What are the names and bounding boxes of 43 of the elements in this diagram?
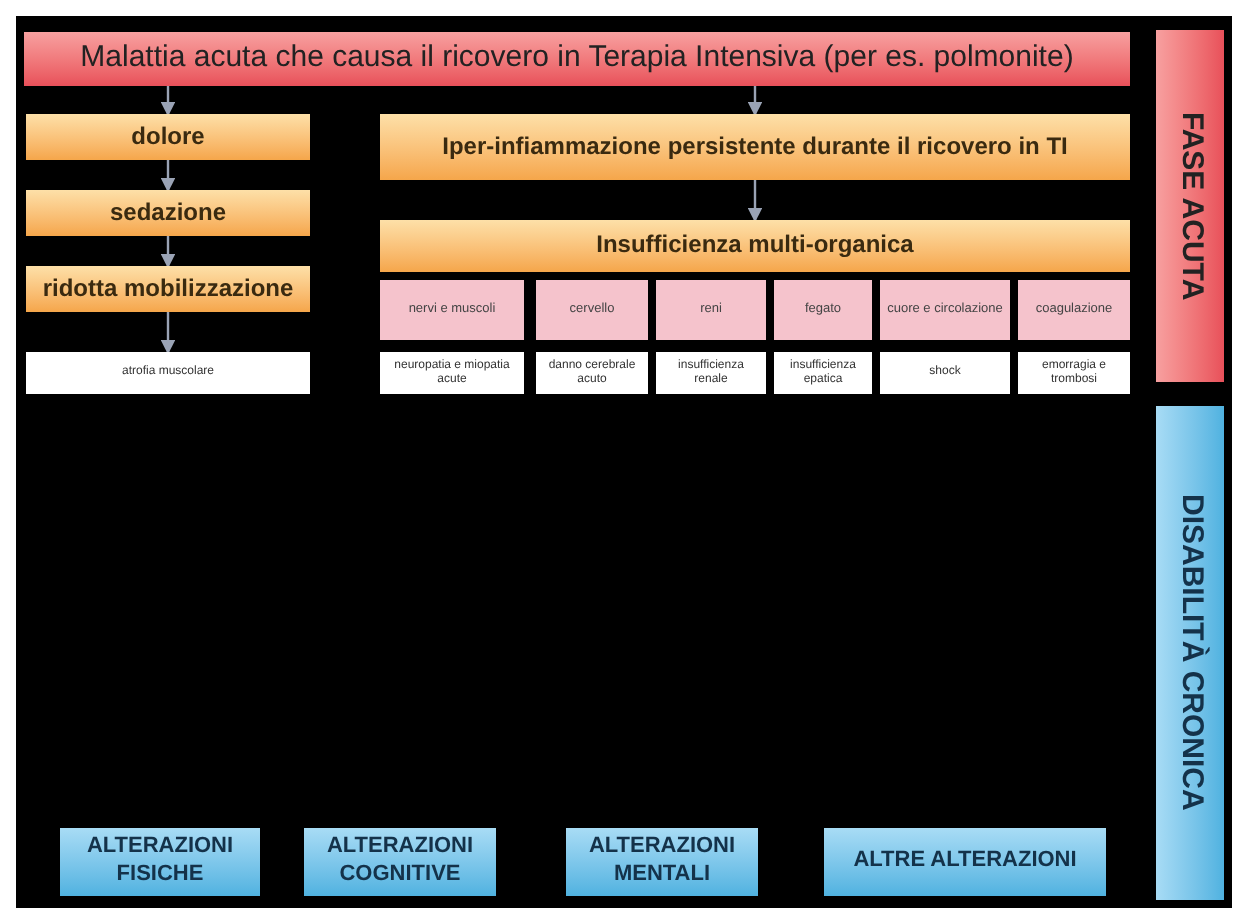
outcome-box: [566, 828, 758, 896]
box-label: Malattia acuta che causa il ricovero in Terapia Intensiva (per es. polmonite): [80, 42, 1074, 76]
box-label: FASE ACUTA: [1173, 111, 1207, 301]
outcome-box: [304, 828, 496, 896]
box-label: ALTERAZIONI FISICHE: [84, 834, 236, 890]
arrow: [160, 236, 176, 269]
arrow: [160, 160, 176, 193]
box-label: Insufficienza multi-organica: [596, 232, 914, 260]
arrow: [747, 86, 763, 117]
outcome-box: [656, 352, 766, 394]
organ-box: [774, 280, 872, 340]
phase-band: [1156, 406, 1224, 900]
outcome-box: [536, 352, 648, 394]
outcome-box: [774, 352, 872, 394]
outcome-box: [60, 828, 260, 896]
process-box: [380, 220, 1130, 272]
phase-band: [1156, 30, 1224, 382]
box-label: Iper-infiammazione persistente durante il ricovero in TI: [442, 133, 1068, 161]
organ-box: [880, 280, 1010, 340]
box-label: ALTRE ALTERAZIONI: [853, 848, 1077, 876]
box-label: ridotta mobilizzazione: [42, 275, 294, 303]
arrow: [160, 312, 176, 355]
title-box: [24, 32, 1130, 86]
arrow: [160, 86, 176, 117]
process-box: [380, 114, 1130, 180]
box-label: sedazione: [109, 199, 227, 227]
outcome-box: [880, 352, 1010, 394]
outcome-box: [26, 352, 310, 394]
process-box: [26, 190, 310, 236]
process-box: [26, 266, 310, 312]
outcome-box: [380, 352, 524, 394]
process-box: [26, 114, 310, 160]
organ-box: [380, 280, 524, 340]
box-label: dolore: [131, 123, 205, 151]
organ-box: [536, 280, 648, 340]
organ-box: [1018, 280, 1130, 340]
box-label: DISABILITÀ CRONICA: [1173, 494, 1207, 812]
outcome-box: [824, 828, 1106, 896]
box-label: ALTERAZIONI MENTALI: [586, 834, 738, 890]
box-label: ALTERAZIONI COGNITIVE: [324, 834, 476, 890]
organ-box: [656, 280, 766, 340]
outcome-box: [1018, 352, 1130, 394]
arrow: [747, 180, 763, 223]
